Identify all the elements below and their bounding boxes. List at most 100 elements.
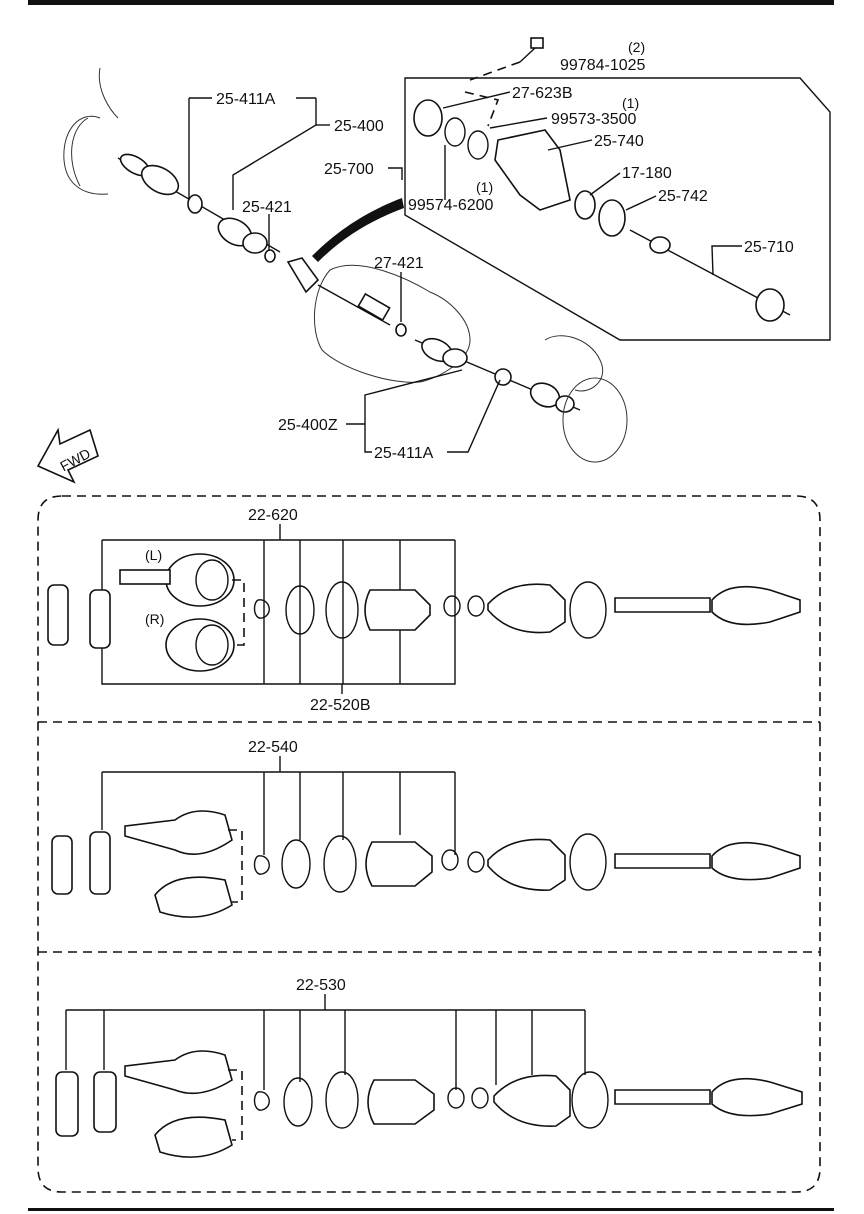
label-qty-99574: (1): [476, 179, 493, 195]
clip-25-421: [264, 249, 276, 263]
leader-25-710: [711, 245, 742, 276]
leader-17-180: [589, 172, 621, 196]
boot-band: [325, 581, 359, 639]
circlip: [253, 1091, 270, 1111]
boot-band-large: [571, 1071, 609, 1129]
boot: [365, 841, 433, 887]
boot-22-530: [364, 589, 431, 631]
label-27-421: 27-421: [374, 255, 424, 272]
snap-ring-99573: [467, 130, 489, 160]
label-22-530: 22-530: [296, 977, 346, 994]
label-left: (L): [145, 547, 162, 563]
outer-joint-end: [711, 841, 801, 881]
leader-25-740: [547, 139, 593, 151]
ring-leader: [464, 91, 500, 127]
leader-25-742: [625, 195, 657, 211]
small-band: [467, 595, 485, 617]
damper-25-411a: [494, 368, 512, 386]
body-outline: [63, 67, 119, 195]
inner-boot: [487, 583, 566, 634]
cv-joint-variant-1: [124, 810, 233, 856]
label-25-700: 25-700: [324, 161, 374, 178]
transaxle-stub: [357, 292, 391, 322]
label-25-421: 25-421: [242, 199, 292, 216]
grease-tube: [93, 1071, 117, 1133]
label-25-411a-bottom: 25-411A: [374, 445, 434, 462]
snap-ring: [285, 585, 315, 635]
outer-joint-end: [711, 585, 801, 626]
left-outer-joint: [119, 153, 203, 214]
grease-tube: [55, 1071, 79, 1137]
label-27-623b: 27-623B: [512, 85, 573, 102]
cv-joint-variant-2: [154, 1116, 233, 1158]
leader-27-623b: [442, 91, 511, 109]
right-inner-joint: [421, 337, 468, 368]
wheel-hub: [562, 377, 628, 463]
leader-25-411a-top: [188, 97, 317, 210]
joint-stub-left: [119, 569, 171, 585]
circlip: [253, 855, 270, 875]
small-band: [441, 849, 459, 871]
label-25-400: 25-400: [334, 118, 384, 135]
shaft-joint-25-710: [649, 236, 671, 254]
inset-callout-arrow: [312, 198, 404, 262]
axle-shaft: [614, 597, 711, 613]
label-99574-6200: 99574-6200: [408, 197, 494, 214]
clip-27-421: [395, 323, 407, 337]
kit-row-22-620: [47, 524, 801, 694]
inner-boot: [493, 1074, 571, 1127]
upper-assembly: [36, 37, 831, 484]
seal-25-742: [598, 199, 626, 237]
leader-25-400z: [346, 369, 501, 453]
label-22-520b: 22-520B: [310, 697, 371, 714]
fwd-arrow: [36, 427, 99, 484]
label-22-540: 22-540: [248, 739, 298, 756]
grease-tube: [89, 831, 111, 895]
kit-row-22-540: [51, 756, 801, 918]
intermediate-shaft: [317, 284, 391, 326]
label-right: (R): [145, 611, 164, 627]
cv-joint-right: [165, 618, 235, 672]
leader-99573: [489, 117, 548, 129]
small-band: [443, 595, 461, 617]
cv-joint-left: [165, 553, 235, 607]
circlip: [253, 599, 270, 619]
body-outline-2: [71, 117, 89, 187]
label-qty-99784: (2): [628, 39, 645, 55]
boot: [367, 1079, 435, 1125]
small-band: [471, 1087, 489, 1109]
bearing-support-25-740: [494, 129, 571, 211]
kit-row-22-530: [55, 994, 803, 1158]
label-25-742: 25-742: [658, 188, 708, 205]
label-qty-99573: (1): [622, 95, 639, 111]
boot-band-large: [569, 833, 607, 891]
cv-joint-variant-1: [124, 1050, 233, 1095]
label-25-400z: 25-400Z: [278, 417, 338, 434]
knuckle-outline: [544, 335, 603, 392]
bottom-rule: [28, 1208, 834, 1211]
axle-shaft: [614, 853, 711, 869]
oil-seal-27-623b: [413, 99, 443, 137]
grease-tube: [47, 584, 69, 646]
leader-25-700: [388, 167, 403, 180]
bearing-17-180: [574, 190, 596, 220]
snap-ring: [283, 1077, 313, 1127]
transaxle-outline: [313, 264, 471, 383]
bolt-leader: [469, 61, 521, 81]
label-99784-1025: 99784-1025: [560, 57, 646, 74]
inset-bolt: [519, 37, 544, 63]
small-band: [447, 1087, 465, 1109]
snap-ring-99574: [444, 117, 466, 147]
label-22-620: 22-620: [248, 507, 298, 524]
top-rule: [28, 0, 834, 5]
label-25-740: 25-740: [594, 133, 644, 150]
axle-shaft: [614, 1089, 711, 1105]
grease-tube: [51, 835, 73, 895]
boot-band-large: [569, 581, 607, 639]
inset-box: [404, 77, 831, 341]
joint-variant-bracket: [228, 829, 243, 903]
boot-band: [325, 1071, 359, 1129]
label-99573-3500: 99573-3500: [551, 111, 637, 128]
